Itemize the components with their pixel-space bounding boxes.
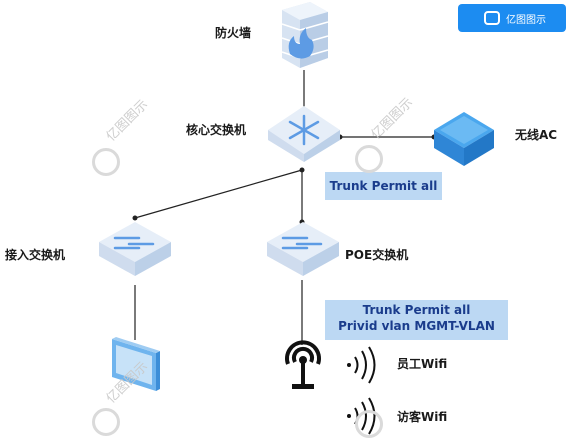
- wireless-ac-icon: [434, 112, 494, 166]
- watermark-logo: [92, 408, 120, 436]
- brand-logo-icon: [484, 11, 500, 25]
- core-switch-label: 核心交换机: [186, 123, 247, 137]
- core-switch-icon: [268, 106, 340, 162]
- access-switch-icon: [99, 222, 171, 276]
- watermark-logo: [355, 145, 383, 173]
- line-core-access: [134, 169, 303, 219]
- staff-wifi-label: 员工Wifi: [397, 357, 448, 371]
- poe-trunk-note: Trunk Permit all Privid vlan MGMT-VLAN: [325, 300, 508, 340]
- watermark-logo: [92, 148, 120, 176]
- staff-wifi-signal-icon: [347, 346, 376, 384]
- poe-note-line-2: Privid vlan MGMT-VLAN: [338, 319, 495, 333]
- brand-badge-text: 亿图图示: [506, 15, 546, 26]
- poe-note-line-1: Trunk Permit all: [362, 303, 471, 317]
- monitor-icon: [112, 337, 160, 391]
- firewall-icon: [281, 2, 329, 68]
- access-switch-label: 接入交换机: [5, 248, 66, 262]
- brand-badge: 亿图图示: [458, 4, 566, 32]
- poe-switch-icon: [267, 222, 339, 276]
- core-trunk-note: Trunk Permit all: [325, 172, 442, 200]
- poe-switch-label: POE交换机: [345, 248, 409, 262]
- firewall-label: 防火墙: [215, 26, 252, 40]
- line-core-access-dot: [132, 215, 138, 221]
- wireless-ac-label: 无线AC: [515, 128, 558, 142]
- access-point-icon: [285, 340, 321, 389]
- guest-wifi-label: 访客Wifi: [397, 410, 448, 424]
- watermark-logo: [355, 410, 383, 438]
